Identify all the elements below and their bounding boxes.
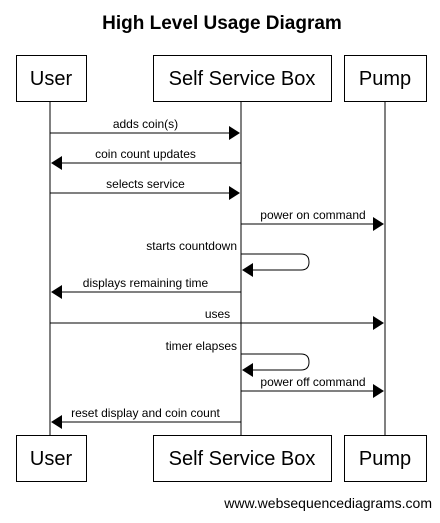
participant-box-pump-top: Pump [344,55,427,102]
arrowhead [242,263,253,277]
participant-label-user: User [30,448,73,470]
participant-box-box-top: Self Service Box [153,55,332,102]
participants-top: User Self Service Box Pump [16,55,427,102]
message-label: starts countdown [146,239,237,253]
participant-box-user-top: User [16,55,87,102]
message-label: displays remaining time [83,276,209,290]
message-label: selects service [106,177,185,191]
participant-label-box: Self Service Box [169,68,316,90]
participant-box-pump-bottom: Pump [344,435,427,482]
message-10: reset display and coin count [51,406,241,429]
arrowhead [51,156,62,170]
participant-label-box: Self Service Box [169,448,316,470]
message-label: coin count updates [95,147,196,161]
message-8: timer elapses [166,339,310,377]
footer-watermark: www.websequencediagrams.com [223,495,432,511]
self-message-loop [241,253,310,271]
participants-bottom: User Self Service Box Pump [16,435,427,482]
arrowhead [373,217,384,231]
arrowhead [242,363,253,377]
message-9: power off command [241,375,384,398]
message-5: starts countdown [146,239,310,277]
message-label: power off command [260,375,365,389]
message-label: reset display and coin count [71,406,220,420]
participant-box-box-bottom: Self Service Box [153,435,332,482]
arrowhead [51,285,62,299]
message-label: timer elapses [166,339,237,353]
arrowhead [229,126,240,140]
message-label: uses [205,307,230,321]
diagram-title: High Level Usage Diagram [102,13,342,34]
arrowhead [229,186,240,200]
participant-label-user: User [30,68,73,90]
arrowhead [51,415,62,429]
participant-label-pump: Pump [359,448,411,470]
self-message-loop [241,353,310,371]
message-1: adds coin(s) [50,117,240,140]
message-label: power on command [260,208,365,222]
message-label: adds coin(s) [113,117,178,131]
lifelines [49,101,386,435]
arrowhead [373,384,384,398]
message-3: selects service [50,177,240,200]
arrowhead [373,316,384,330]
message-6: displays remaining time [51,276,241,299]
participant-label-pump: Pump [359,68,411,90]
message-7: uses [50,307,384,330]
messages: adds coin(s) coin count updates selects se… [50,117,384,429]
participant-box-user-bottom: User [16,435,87,482]
message-2: coin count updates [51,147,241,170]
message-4: power on command [241,208,384,231]
